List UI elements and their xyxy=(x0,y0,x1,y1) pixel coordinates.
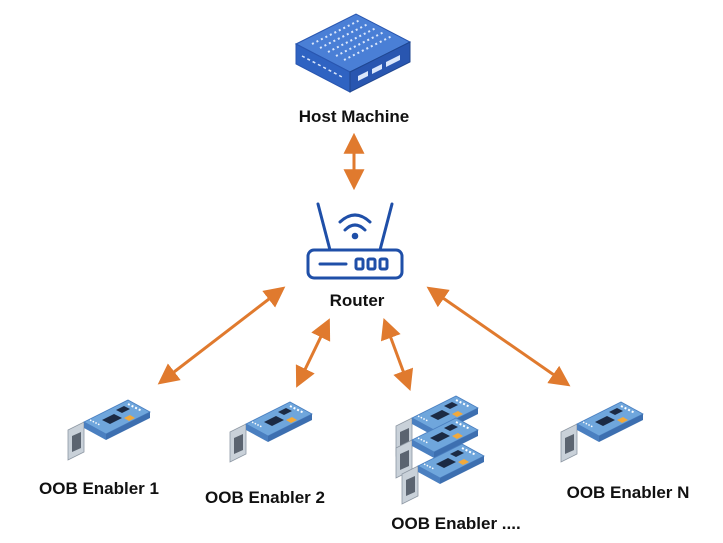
oob-enabler-2-label: OOB Enabler 2 xyxy=(205,488,325,507)
oob-enabler-dots-label: OOB Enabler .... xyxy=(391,514,520,533)
circuit-board-icon xyxy=(560,401,644,463)
router-label: Router xyxy=(330,291,385,310)
arrow-router-enabler-1 xyxy=(157,286,286,385)
oob-enabler-1-label: OOB Enabler 1 xyxy=(39,479,159,498)
arrow-router-enabler-n xyxy=(426,286,571,387)
circuit-board-stack-icon xyxy=(395,395,485,505)
circuit-board-icon xyxy=(67,399,151,461)
circuit-board-icon xyxy=(229,401,313,463)
oob-enabler-n-label: OOB Enabler N xyxy=(567,483,690,502)
arrow-router-enabler-2 xyxy=(295,318,331,388)
host-machine-label: Host Machine xyxy=(299,107,410,126)
arrow-router-enabler-dots xyxy=(380,318,414,391)
wifi-router-icon xyxy=(306,202,404,280)
server-icon xyxy=(294,13,412,93)
